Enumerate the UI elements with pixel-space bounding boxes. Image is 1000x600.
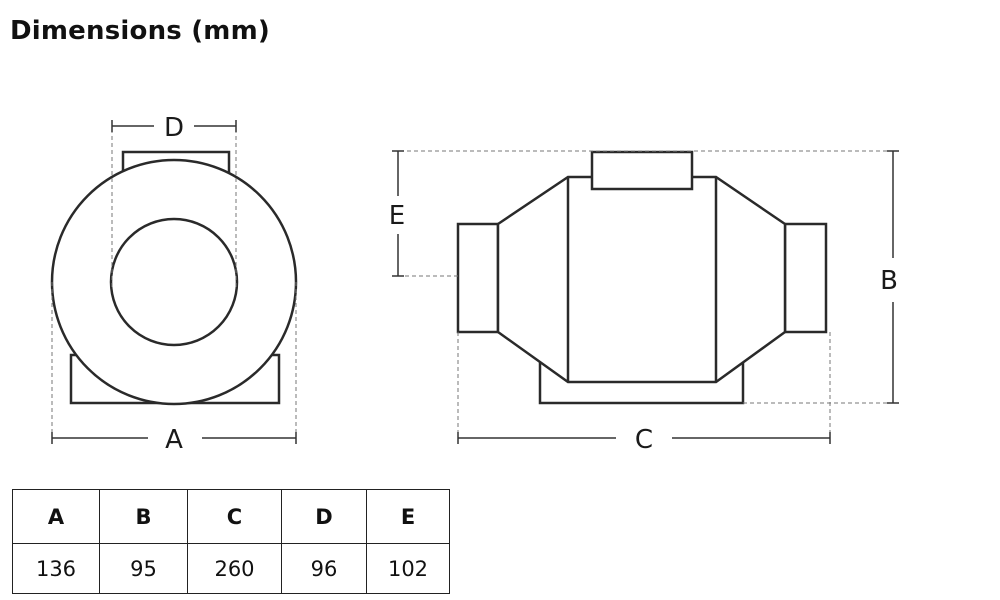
label-e: E	[389, 201, 405, 231]
side-view	[392, 150, 899, 444]
value-d: 96	[281, 543, 367, 594]
label-d: D	[164, 113, 184, 143]
dim-a-extension-lines	[51, 282, 297, 442]
label-c: C	[635, 425, 653, 455]
dim-c-extension-lines	[457, 332, 831, 442]
side-body	[496, 175, 787, 384]
header-a: A	[12, 489, 100, 544]
dimensions-table: A B C D E 136 95 260 96 102	[12, 489, 450, 594]
header-e: E	[366, 489, 450, 544]
value-b: 95	[99, 543, 188, 594]
dim-d-line	[111, 120, 237, 132]
dimensions-table-header-row: A B C D E	[12, 489, 450, 544]
header-b: B	[99, 489, 188, 544]
label-b: B	[880, 266, 898, 296]
side-right-spigot	[783, 222, 828, 334]
dim-b-extension-lines	[400, 150, 898, 404]
dimensions-table-value-row: 136 95 260 96 102	[12, 543, 450, 594]
value-e: 102	[366, 543, 450, 594]
dim-d-extension-lines	[111, 122, 237, 290]
value-a: 136	[12, 543, 100, 594]
front-view	[50, 120, 298, 444]
dim-b-line	[887, 150, 899, 404]
dim-a-line	[51, 432, 297, 444]
side-top-box	[590, 150, 694, 191]
dim-c-line	[457, 432, 831, 444]
value-c: 260	[187, 543, 282, 594]
side-left-spigot	[456, 222, 500, 334]
header-c: C	[187, 489, 282, 544]
page-title: Dimensions (mm)	[10, 16, 270, 46]
label-a: A	[165, 425, 183, 455]
front-inner-circle	[109, 217, 239, 347]
dim-e-line	[392, 150, 404, 277]
header-d: D	[281, 489, 367, 544]
